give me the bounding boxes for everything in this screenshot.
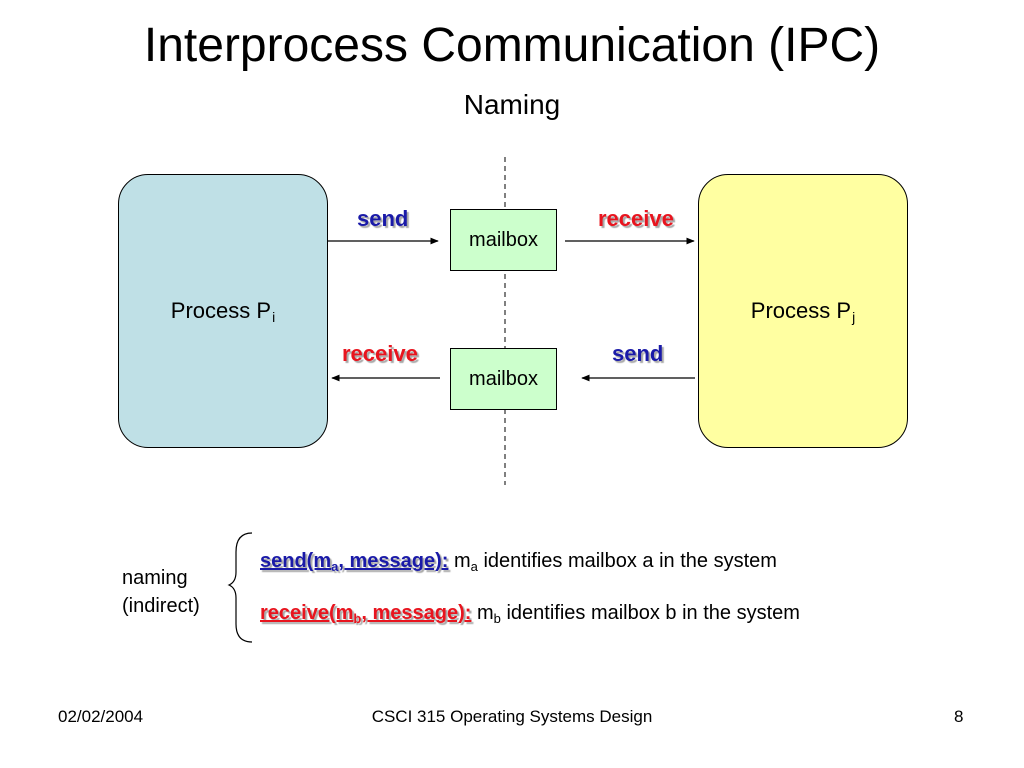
- label-receive-bottom: receive: [342, 341, 418, 366]
- footer-course: CSCI 315 Operating Systems Design: [371, 707, 653, 726]
- mailbox-top: mailbox: [450, 209, 557, 271]
- send-var: ma: [453, 550, 478, 574]
- send-description: identifies mailbox a in the system: [483, 550, 777, 572]
- brace-icon: [227, 532, 253, 643]
- send-call: send(ma, message):: [260, 550, 449, 574]
- label-send-top: send: [357, 206, 409, 231]
- process-pi-label: Process Pi: [170, 297, 276, 325]
- label-receive-top: receive: [598, 206, 674, 231]
- receive-call: receive(mb, message):: [260, 602, 472, 626]
- process-pj: Process Pj: [698, 174, 908, 448]
- send-explanation: send(ma, message): ma identifies mailbox…: [260, 548, 777, 580]
- slide-subtitle: Naming: [463, 89, 561, 120]
- receive-explanation: receive(mb, message): mb identifies mail…: [260, 600, 800, 632]
- receive-var: mb: [476, 602, 501, 626]
- process-pj-label: Process Pj: [750, 297, 856, 325]
- process-pi: Process Pi: [118, 174, 328, 448]
- footer-page-number: 8: [954, 707, 964, 726]
- slide-title: Interprocess Communication (IPC): [143, 19, 881, 72]
- mailbox-bottom: mailbox: [450, 348, 557, 410]
- receive-description: identifies mailbox b in the system: [506, 602, 800, 624]
- naming-label-line2: (indirect): [122, 595, 200, 617]
- footer-date: 02/02/2004: [58, 707, 144, 726]
- naming-label-line1: naming: [122, 567, 188, 589]
- label-send-bottom: send: [612, 341, 664, 366]
- naming-label: naming (indirect): [122, 564, 200, 620]
